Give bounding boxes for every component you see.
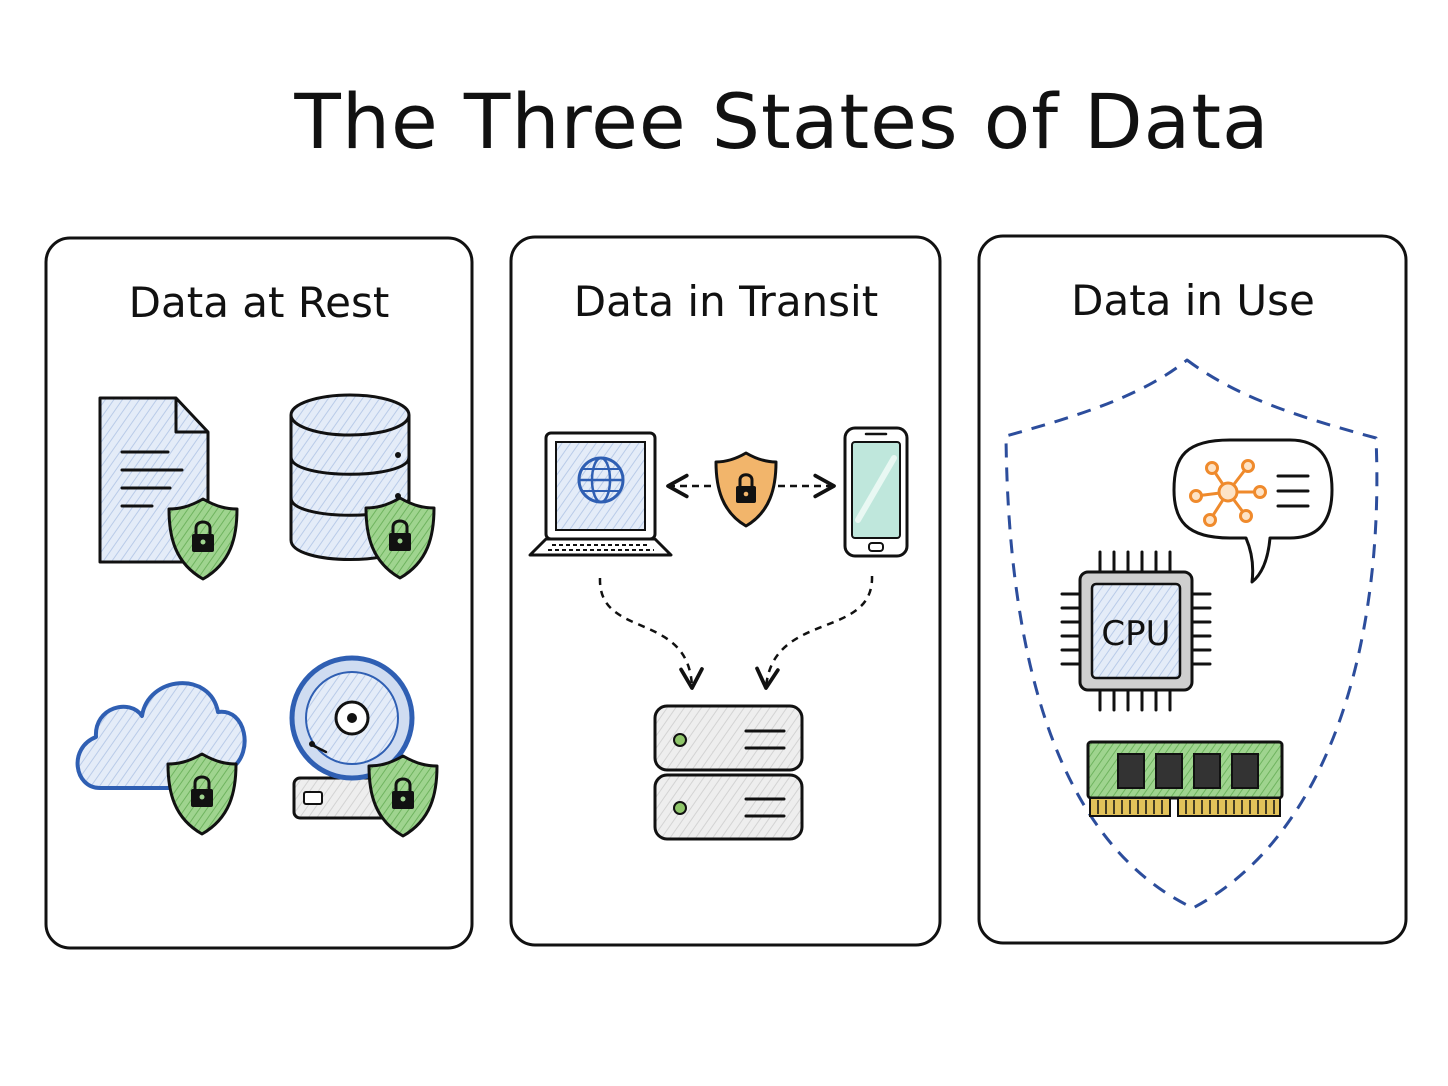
hard-drive-icon (289, 655, 439, 838)
lock-shield-icon (714, 451, 778, 528)
ram-module-icon (1086, 740, 1284, 817)
server-icon (653, 704, 804, 841)
document-icon (98, 396, 239, 581)
panel-frame (44, 236, 474, 950)
database-icon (289, 393, 436, 580)
flow-arrow-laptop-server (598, 577, 704, 690)
panel-frame (509, 235, 942, 947)
panel-data-in-transit: Data in Transit (509, 235, 942, 947)
panel-title: Data at Rest (129, 278, 390, 327)
globe-icon (577, 456, 625, 504)
panel-title: Data in Use (1071, 276, 1315, 325)
panel-data-in-use: Data in Use (977, 234, 1408, 945)
cpu-chip-icon: CPU (1060, 550, 1212, 712)
phone-icon (843, 426, 909, 558)
diagram-title: The Three States of Data (293, 77, 1269, 166)
cloud-icon (75, 681, 247, 836)
laptop-icon (528, 431, 673, 557)
panel-data-at-rest: Data at Rest (44, 236, 474, 950)
network-icon (1189, 459, 1267, 527)
speech-bubble-icon (1172, 438, 1334, 584)
panel-title: Data in Transit (574, 277, 878, 326)
cpu-label: CPU (1101, 614, 1170, 654)
